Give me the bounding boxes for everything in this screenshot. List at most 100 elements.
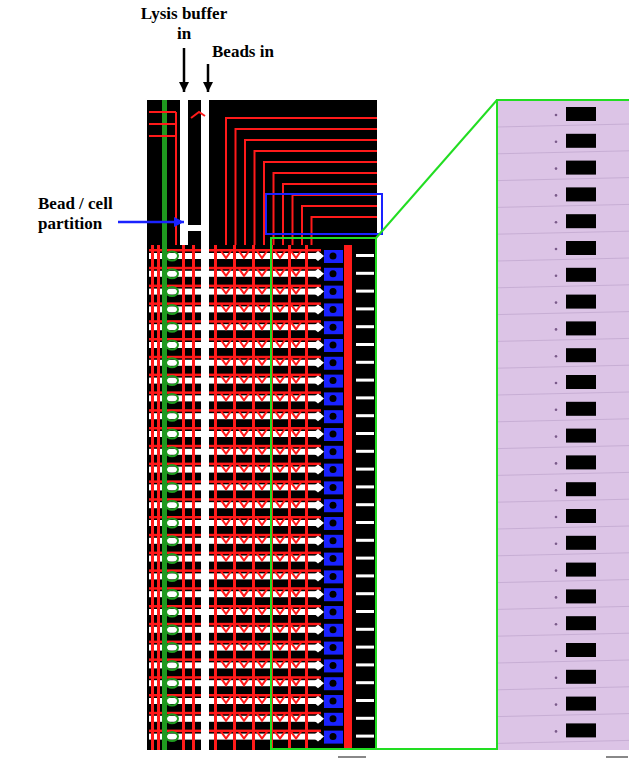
callout-label: Lysis buffer in: [140, 4, 228, 44]
bead-trap: [330, 698, 337, 705]
bead-trap: [330, 253, 337, 260]
bead-dot: [555, 114, 558, 117]
chamber-image: [566, 670, 596, 684]
valve-zigzag: [275, 571, 285, 578]
chamber-image: [566, 429, 596, 443]
valve-zigzag: [239, 660, 249, 667]
blue-chamber: [324, 659, 343, 672]
blue-chamber: [324, 713, 343, 726]
valve-zigzag: [291, 465, 301, 472]
valve-zigzag: [275, 625, 285, 632]
chamber-image: [566, 455, 596, 469]
valve-zigzag: [291, 732, 301, 739]
valve-zigzag: [239, 554, 249, 561]
control-line: [151, 245, 154, 750]
valve-zigzag: [221, 304, 231, 311]
blue-chamber: [324, 446, 343, 459]
blue-chamber: [324, 303, 343, 316]
bead-trap: [330, 502, 337, 509]
chamber-image: [566, 321, 596, 335]
valve-zigzag: [291, 322, 301, 329]
chamber-diamond: [312, 536, 324, 546]
chamber: [166, 732, 178, 741]
chamber-image: [566, 375, 596, 389]
micrograph: [497, 100, 629, 750]
blue-chamber: [324, 535, 343, 548]
valve-zigzag: [275, 660, 285, 667]
outlet-tick: [356, 663, 374, 666]
valve-zigzag: [291, 304, 301, 311]
bead-trap: [330, 537, 337, 544]
valve-zigzag: [275, 500, 285, 507]
valve-zigzag: [275, 304, 285, 311]
blue-chamber: [324, 339, 343, 352]
arrow-head: [179, 82, 189, 92]
outlet-tick: [356, 610, 374, 613]
chamber: [166, 501, 178, 510]
zoom-line: [271, 748, 497, 750]
valve-zigzag: [239, 518, 249, 525]
chamber-diamond: [312, 429, 324, 439]
bead-trap: [330, 555, 337, 562]
valve-zigzag: [221, 287, 231, 294]
faint-line: [497, 687, 629, 690]
control-line: [302, 206, 377, 245]
faint-line: [497, 446, 629, 449]
bead-dot: [555, 623, 558, 626]
bead-trap: [330, 270, 337, 277]
chamber-image: [566, 563, 596, 577]
valve-zigzag: [221, 554, 231, 561]
outlet-tick: [356, 717, 374, 720]
outlet-tick: [356, 290, 374, 293]
valve-zigzag: [257, 322, 267, 329]
chamber: [166, 465, 178, 474]
arrow-head: [203, 82, 213, 92]
valve-zigzag: [257, 340, 267, 347]
valve-zigzag: [275, 696, 285, 703]
valve-zigzag: [221, 678, 231, 685]
outlet-tick: [356, 343, 374, 346]
valve-zigzag: [239, 643, 249, 650]
bead-dot: [555, 489, 558, 492]
valve-zigzag: [275, 536, 285, 543]
valve-zigzag: [239, 536, 249, 543]
chamber: [166, 536, 178, 545]
blue-chamber: [324, 606, 343, 619]
chamber-image: [566, 348, 596, 362]
chamber-image: [566, 536, 596, 550]
chamber-image: [566, 723, 596, 737]
control-line: [255, 151, 378, 245]
chamber: [166, 376, 178, 385]
faint-line: [497, 392, 629, 395]
outlet-tick: [356, 681, 374, 684]
chamber-diamond: [312, 607, 324, 617]
valve-zigzag: [291, 571, 301, 578]
control-line: [149, 123, 176, 125]
valve-zigzag: [257, 358, 267, 365]
outlet-tick: [356, 450, 374, 453]
blue-chamber: [324, 410, 343, 423]
chamber-image: [566, 643, 596, 657]
valve-zigzag: [291, 340, 301, 347]
valve-zigzag: [257, 571, 267, 578]
outlet-tick: [356, 396, 374, 399]
chamber-diamond: [312, 714, 324, 724]
chamber-image: [566, 295, 596, 309]
faint-line: [497, 365, 629, 368]
bead-trap: [330, 609, 337, 616]
faint-line: [497, 526, 629, 529]
valve-zigzag: [221, 465, 231, 472]
valve-zigzag: [275, 554, 285, 561]
blue-chamber: [324, 624, 343, 637]
outlet-tick: [356, 254, 374, 257]
faint-line: [497, 312, 629, 315]
chamber-image: [566, 616, 596, 630]
valve-zigzag: [275, 251, 285, 258]
chamber-diamond: [312, 376, 324, 386]
chamber: [166, 590, 178, 599]
blue-chamber: [324, 464, 343, 477]
blue-chamber: [324, 286, 343, 299]
blue-chamber: [324, 392, 343, 405]
faint-line: [497, 285, 629, 288]
